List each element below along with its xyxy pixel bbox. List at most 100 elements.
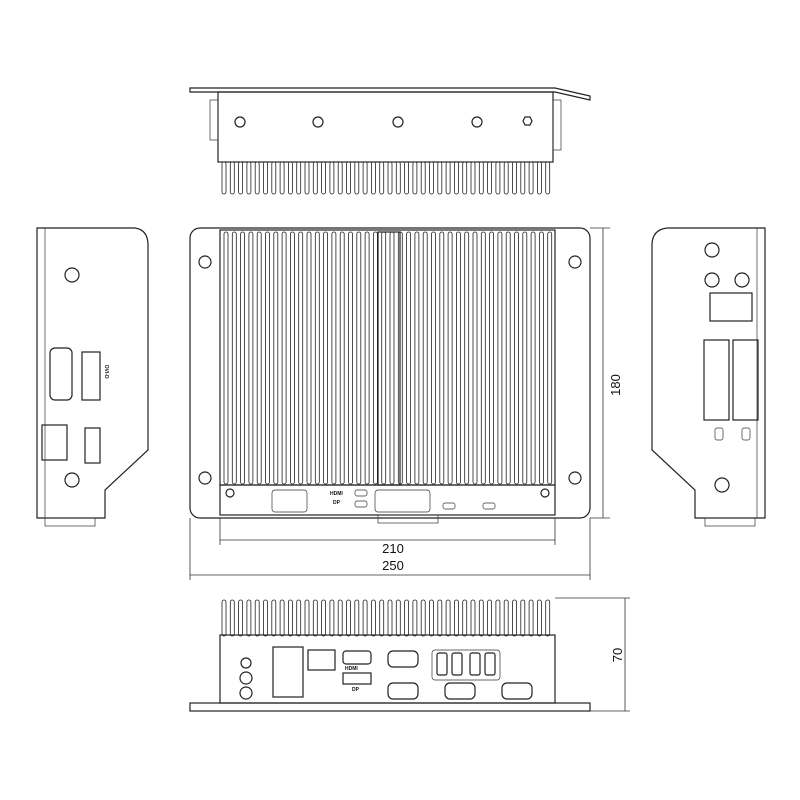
fin xyxy=(487,599,493,637)
hdmi-port-icon xyxy=(342,650,372,665)
heatsink xyxy=(219,229,556,486)
fin xyxy=(346,161,351,195)
fin xyxy=(273,231,279,485)
usb-port-icon xyxy=(469,652,481,676)
fin xyxy=(420,599,426,637)
inner-width-dimension: 210 xyxy=(382,541,404,556)
heatsink-center-channel xyxy=(377,231,401,486)
fin xyxy=(304,599,310,637)
fin xyxy=(298,231,304,485)
fin xyxy=(240,231,246,485)
fin xyxy=(362,161,368,195)
lan-led-group xyxy=(271,489,308,513)
fin xyxy=(489,231,495,485)
fin xyxy=(453,161,459,195)
fin xyxy=(395,599,401,637)
fin xyxy=(429,599,434,637)
fin xyxy=(279,161,285,195)
fin xyxy=(470,599,476,637)
fin xyxy=(453,599,459,637)
fin xyxy=(254,161,260,195)
fin xyxy=(395,161,401,195)
fin xyxy=(455,231,461,485)
fin xyxy=(337,599,343,637)
keyhole-icon xyxy=(568,255,582,269)
fin xyxy=(520,161,526,195)
top-mounting-plate xyxy=(189,87,591,101)
antenna-hole xyxy=(704,242,720,258)
keyhole-icon xyxy=(198,255,212,269)
antenna-hole xyxy=(64,267,80,283)
mounting-plate xyxy=(189,227,591,519)
fin xyxy=(229,161,235,195)
main-view: HDMI DP xyxy=(189,227,591,524)
fin xyxy=(281,231,287,485)
fin xyxy=(379,599,385,637)
antenna-hole xyxy=(714,477,730,493)
fin xyxy=(462,599,468,637)
fin xyxy=(414,231,420,485)
line-out-jack-icon xyxy=(239,686,253,700)
fin xyxy=(248,231,254,485)
antenna-hole xyxy=(734,272,750,288)
fin xyxy=(495,161,501,195)
fin xyxy=(256,231,262,485)
antenna-hole xyxy=(312,116,324,128)
usb-port-icon xyxy=(451,652,463,676)
fin xyxy=(528,161,534,195)
com-port-icon xyxy=(354,489,368,497)
fin xyxy=(329,599,335,637)
com-port-icon xyxy=(387,650,419,668)
antenna-hole xyxy=(704,272,720,288)
fin xyxy=(445,599,451,637)
front-base-plate xyxy=(189,702,591,712)
fin xyxy=(487,161,493,195)
keyhole-icon xyxy=(198,471,212,485)
fin xyxy=(528,599,534,637)
dp-port-icon xyxy=(342,672,372,685)
fin xyxy=(439,231,445,485)
fin xyxy=(547,231,553,485)
fin xyxy=(381,231,387,485)
fin xyxy=(346,599,351,637)
heatsink-fins xyxy=(223,231,553,485)
fin xyxy=(271,599,277,637)
fin xyxy=(329,161,335,195)
dvi-label: DVI-D xyxy=(103,365,109,379)
connector-bottom xyxy=(377,514,439,524)
com-port-icon xyxy=(482,502,496,510)
fin xyxy=(221,599,227,637)
fin xyxy=(412,599,418,637)
fin xyxy=(429,161,434,195)
height-dimension: 180 xyxy=(608,374,623,396)
fin xyxy=(289,231,295,485)
front-view: HDMI DP xyxy=(189,599,591,712)
fin xyxy=(478,161,484,195)
dual-lan-port-icon xyxy=(272,646,304,698)
fin xyxy=(437,161,443,195)
fin xyxy=(537,599,542,637)
antenna-hole xyxy=(64,472,80,488)
fin xyxy=(503,599,509,637)
com-port-icon xyxy=(444,682,476,700)
fin xyxy=(304,161,310,195)
fin xyxy=(404,599,410,637)
fin xyxy=(271,161,277,195)
sim-slot-icon xyxy=(709,292,753,322)
fin xyxy=(539,231,544,485)
fin xyxy=(323,231,329,485)
fin xyxy=(356,231,362,485)
fin xyxy=(495,599,501,637)
fin xyxy=(362,599,368,637)
left-side-view: DVI-D xyxy=(36,227,149,527)
fin xyxy=(296,599,302,637)
power-button-icon xyxy=(240,657,252,669)
fin xyxy=(462,161,468,195)
ground-nut-icon xyxy=(522,116,533,126)
dvi-port-icon xyxy=(81,351,101,401)
status-led-group xyxy=(374,489,431,513)
fin xyxy=(545,161,551,195)
keyhole-icon xyxy=(568,471,582,485)
fin xyxy=(505,231,511,485)
